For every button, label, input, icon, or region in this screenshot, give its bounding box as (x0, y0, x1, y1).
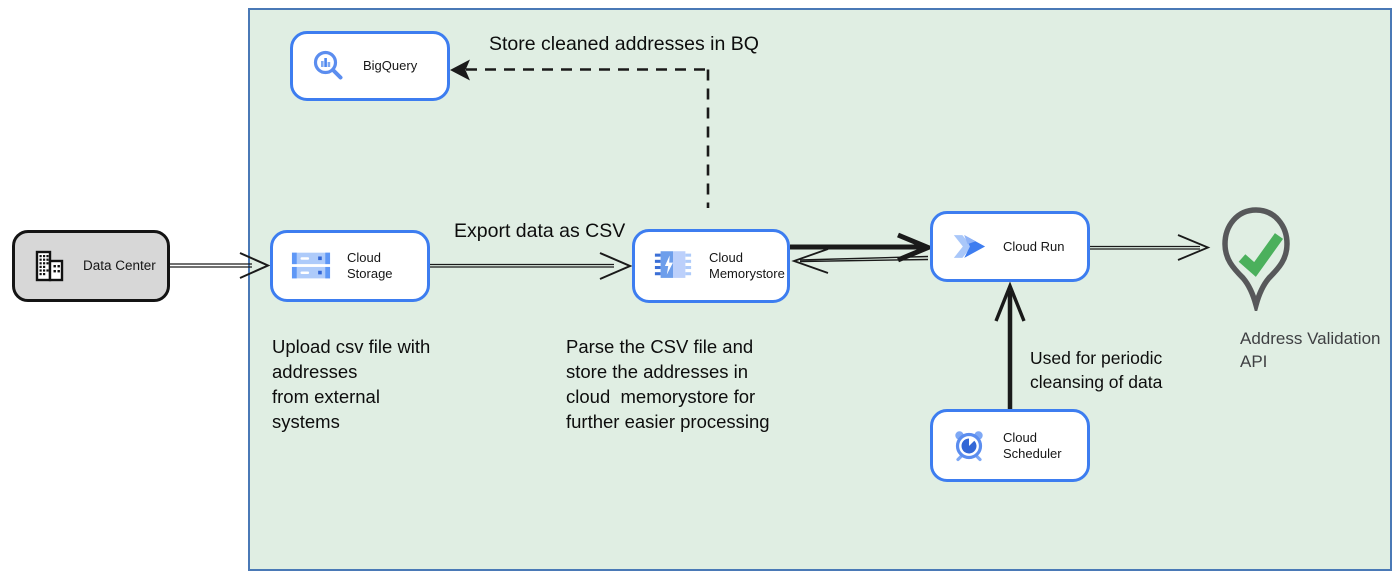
node-label: Data Center (83, 258, 156, 273)
map-pin-icon (1222, 207, 1290, 316)
annotation-store-bq: Store cleaned addresses in BQ (489, 33, 759, 55)
address-validation-pin[interactable] (1218, 206, 1294, 316)
node-label: BigQuery (363, 58, 418, 73)
address-validation-api-label: Address Validation API (1240, 329, 1381, 371)
check-icon (1238, 233, 1284, 277)
node-cloud-run[interactable]: Cloud Run (930, 211, 1090, 282)
node-label: Cloud Run (1003, 238, 1065, 254)
node-cloud-memorystore[interactable]: Cloud Memorystore (632, 229, 790, 303)
node-cloud-scheduler[interactable]: Cloud Scheduler (930, 409, 1090, 482)
memorystore-icon (653, 249, 693, 283)
gcp-boundary-container[interactable] (248, 8, 1392, 571)
node-label: Cloud Storage (347, 250, 393, 281)
node-data-center[interactable]: Data Center (12, 230, 170, 302)
node-label: Cloud Scheduler (1003, 429, 1062, 461)
annotation-scheduler-note: Used for periodic cleansing of data (1030, 348, 1163, 392)
annotation-export-csv: Export data as CSV (454, 220, 626, 242)
cloud-storage-icon (291, 251, 331, 281)
cloud-scheduler-icon (951, 428, 987, 464)
annotation-upload-note: Upload csv file with addresses from exte… (272, 336, 431, 432)
building-icon (33, 249, 67, 283)
node-label: Cloud Memorystore (709, 250, 785, 281)
node-bigquery[interactable]: BigQuery (290, 31, 450, 101)
cloud-run-icon (951, 232, 987, 261)
annotation-parse-note: Parse the CSV file and store the address… (566, 336, 770, 432)
bigquery-icon (311, 48, 347, 84)
node-cloud-storage[interactable]: Cloud Storage (270, 230, 430, 302)
